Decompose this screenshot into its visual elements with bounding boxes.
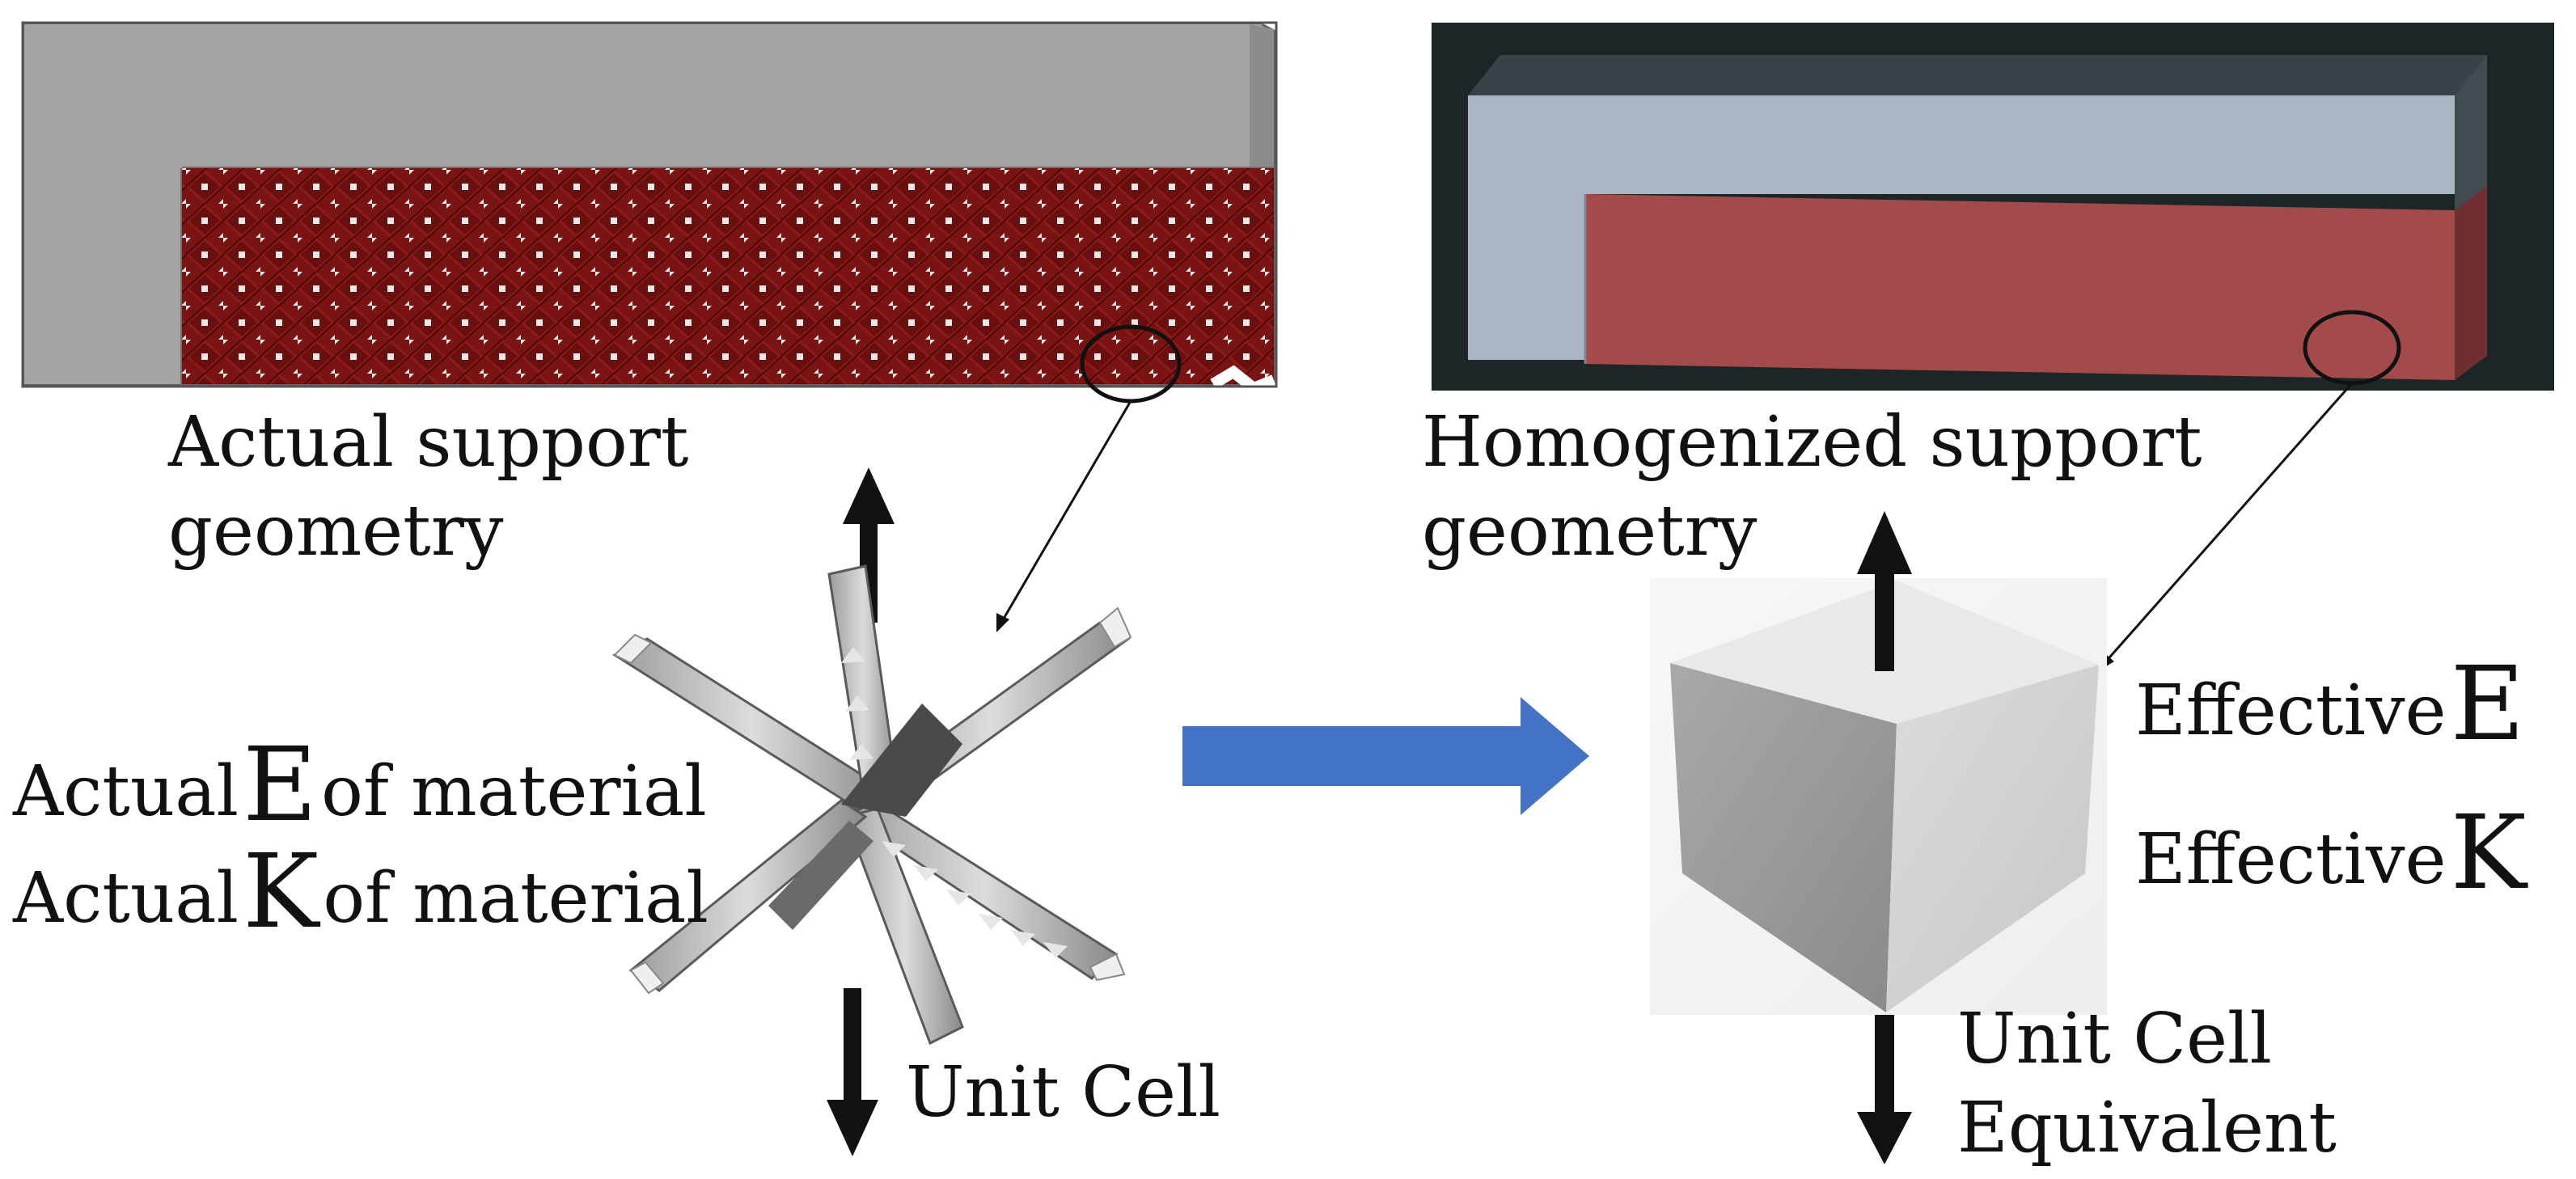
effective-e-prefix: Effective (2135, 670, 2447, 751)
arrow-up-icon (1857, 511, 1912, 671)
actual-k-label: Actual K of material (13, 841, 709, 943)
actual-e-prefix: Actual (13, 751, 239, 832)
homogenized-support-geometry-caption: Homogenized support geometry (1422, 402, 2202, 572)
e-symbol: E (243, 725, 318, 844)
arrow-down-icon (1857, 1015, 1912, 1164)
effective-e-label: Effective E (2135, 653, 2525, 755)
lattice-infill (182, 168, 1274, 384)
effective-k-prefix: Effective (2135, 819, 2447, 900)
actual-e-suffix: of material (321, 751, 707, 832)
leader-arrowhead-left (996, 613, 1009, 632)
actual-support-geometry-render (21, 21, 1278, 395)
lattice-unit-cell-render (611, 564, 1132, 1046)
actual-e-label: Actual E of material (13, 734, 707, 836)
actual-k-prefix: Actual (13, 858, 239, 939)
k-symbol: K (2450, 793, 2527, 912)
k-symbol: K (243, 832, 319, 951)
arrow-down-icon (827, 988, 878, 1156)
unit-cell-equivalent-label: Unit Cell Equivalent (1957, 999, 2337, 1168)
homogenized-support-geometry-render (1432, 23, 2554, 391)
right-arrow-icon (1182, 697, 1589, 815)
leader-line-left (1000, 400, 1132, 623)
unit-cell-label: Unit Cell (906, 1052, 1220, 1133)
leader-line-right (2103, 382, 2354, 664)
effective-k-label: Effective K (2135, 802, 2527, 904)
e-symbol: E (2450, 644, 2525, 763)
actual-k-suffix: of material (323, 858, 709, 939)
actual-support-geometry-caption: Actual support geometry (168, 402, 689, 572)
